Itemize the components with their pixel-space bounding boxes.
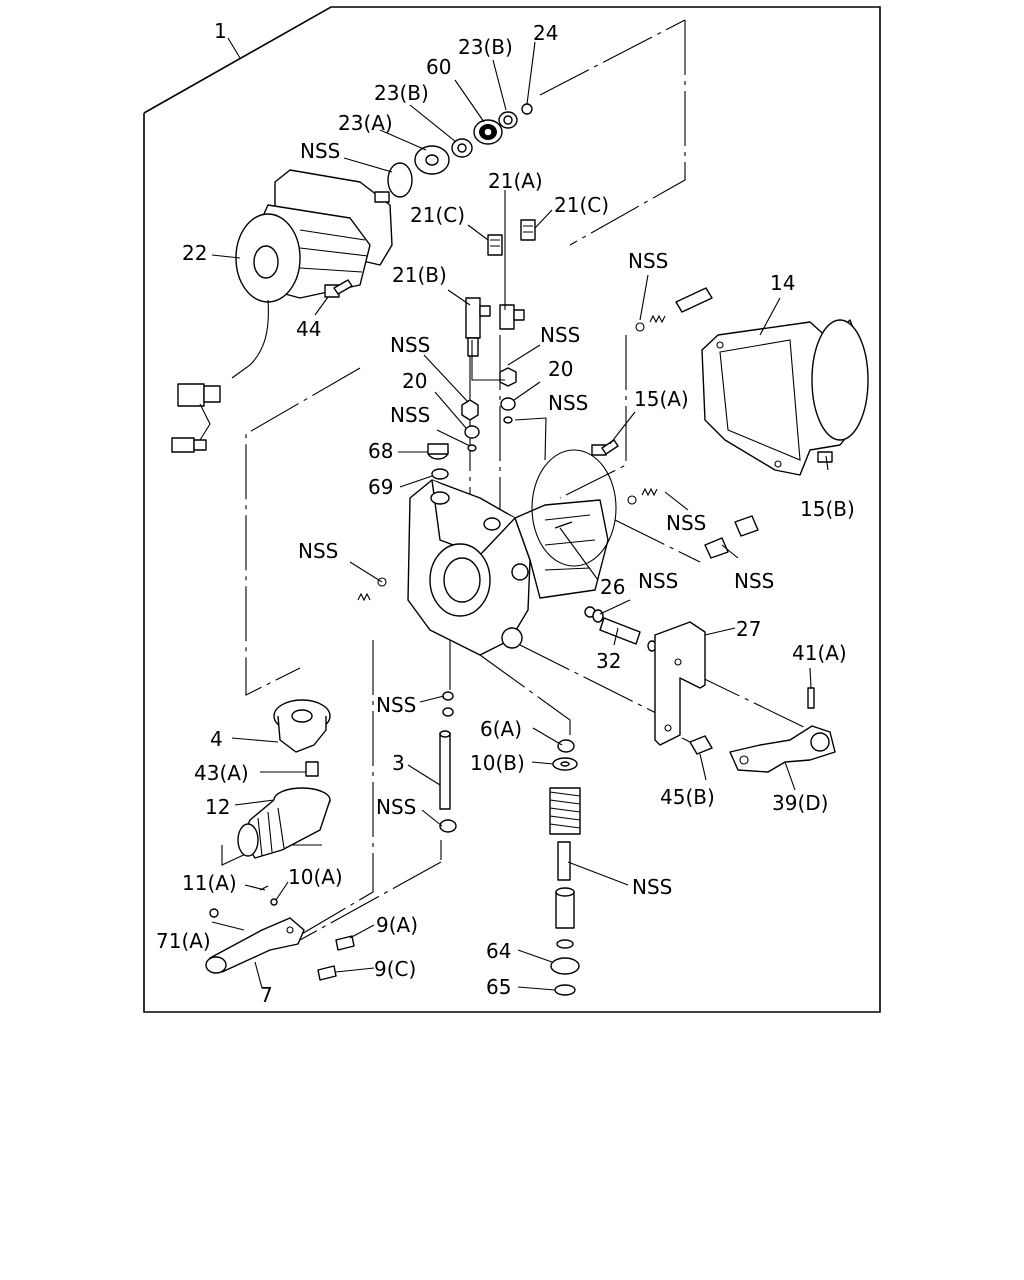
callout-cnss8: NSS xyxy=(666,511,706,535)
callout-cnss1: NSS xyxy=(300,139,340,163)
lever-part-39d xyxy=(729,687,836,773)
callout-c69: 69 xyxy=(368,475,393,499)
callout-c43a: 43(A) xyxy=(194,761,249,785)
callout-c23b1: 23(B) xyxy=(458,35,513,59)
callout-c71a: 71(A) xyxy=(156,929,211,953)
cover-part-14 xyxy=(701,319,869,476)
callout-c14: 14 xyxy=(770,271,795,295)
fittings-21 xyxy=(465,219,536,357)
callout-c24: 24 xyxy=(533,21,558,45)
bolt-part-45b xyxy=(681,735,713,755)
callout-c21c2: 21(C) xyxy=(554,193,609,217)
callout-c1: 1 xyxy=(214,19,227,43)
bolt-part-43a xyxy=(305,761,319,777)
callout-c9a: 9(A) xyxy=(376,913,418,937)
cap-part-4 xyxy=(273,699,331,753)
callout-cnss5: NSS xyxy=(390,403,430,427)
rod-part-3 xyxy=(439,691,457,833)
callout-c11a: 11(A) xyxy=(182,871,237,895)
callout-c26: 26 xyxy=(600,575,625,599)
callout-c15a: 15(A) xyxy=(634,387,689,411)
callout-c32: 32 xyxy=(596,649,621,673)
callout-c22: 22 xyxy=(182,241,207,265)
callout-cnss11: NSS xyxy=(376,693,416,717)
callout-cnss10: NSS xyxy=(638,569,678,593)
assembly-frame xyxy=(143,6,881,1013)
callout-c23b2: 23(B) xyxy=(374,81,429,105)
callout-c45b: 45(B) xyxy=(660,785,715,809)
callout-c15b: 15(B) xyxy=(800,497,855,521)
bolt-part-44 xyxy=(324,279,353,298)
nuts-washers-20 xyxy=(461,367,517,452)
callout-cnss3: NSS xyxy=(540,323,580,347)
bolts-9 xyxy=(317,935,355,981)
shaft-part-32 xyxy=(584,606,657,652)
callout-c27: 27 xyxy=(736,617,761,641)
callout-c4: 4 xyxy=(210,727,223,751)
callout-cnss7: NSS xyxy=(298,539,338,563)
callout-c44: 44 xyxy=(296,317,321,341)
valve-stack xyxy=(549,739,581,996)
bracket-part-27 xyxy=(654,621,706,746)
callout-cnss2: NSS xyxy=(628,249,668,273)
callout-c10a: 10(A) xyxy=(288,865,343,889)
callout-c60: 60 xyxy=(426,55,451,79)
callout-cnss4: NSS xyxy=(390,333,430,357)
callout-c68: 68 xyxy=(368,439,393,463)
housing-body xyxy=(407,479,609,656)
bolts-15 xyxy=(591,439,833,463)
callout-c41a: 41(A) xyxy=(792,641,847,665)
callout-c23a: 23(A) xyxy=(338,111,393,135)
motor-part-22 xyxy=(171,169,393,453)
callout-c3: 3 xyxy=(392,751,405,775)
plug-part-68 xyxy=(427,443,449,480)
callout-cnss13: NSS xyxy=(632,875,672,899)
callout-c20b: 20 xyxy=(548,357,573,381)
leader-lines xyxy=(211,41,829,991)
callout-c6a: 6(A) xyxy=(480,717,522,741)
spring-left xyxy=(357,577,387,602)
callout-c9c: 9(C) xyxy=(374,957,416,981)
callout-c10b: 10(B) xyxy=(470,751,525,775)
callout-c20a: 20 xyxy=(402,369,427,393)
boot-part-12 xyxy=(237,787,331,859)
lever-part-7 xyxy=(205,885,305,974)
callout-c65: 65 xyxy=(486,975,511,999)
spring-pin-sets xyxy=(627,287,759,559)
callout-cnss6: NSS xyxy=(548,391,588,415)
callout-cnss12: NSS xyxy=(376,795,416,819)
callout-c64: 64 xyxy=(486,939,511,963)
callout-cnss9: NSS xyxy=(734,569,774,593)
callout-c12: 12 xyxy=(205,795,230,819)
callout-c39d: 39(D) xyxy=(772,791,828,815)
callout-c21a: 21(A) xyxy=(488,169,543,193)
callout-c21c1: 21(C) xyxy=(410,203,465,227)
callout-c7: 7 xyxy=(260,983,273,1007)
pin-part-26 xyxy=(554,521,573,529)
gasket-ring xyxy=(531,449,617,567)
callout-c21b: 21(B) xyxy=(392,263,447,287)
bearing-stack xyxy=(387,103,533,198)
